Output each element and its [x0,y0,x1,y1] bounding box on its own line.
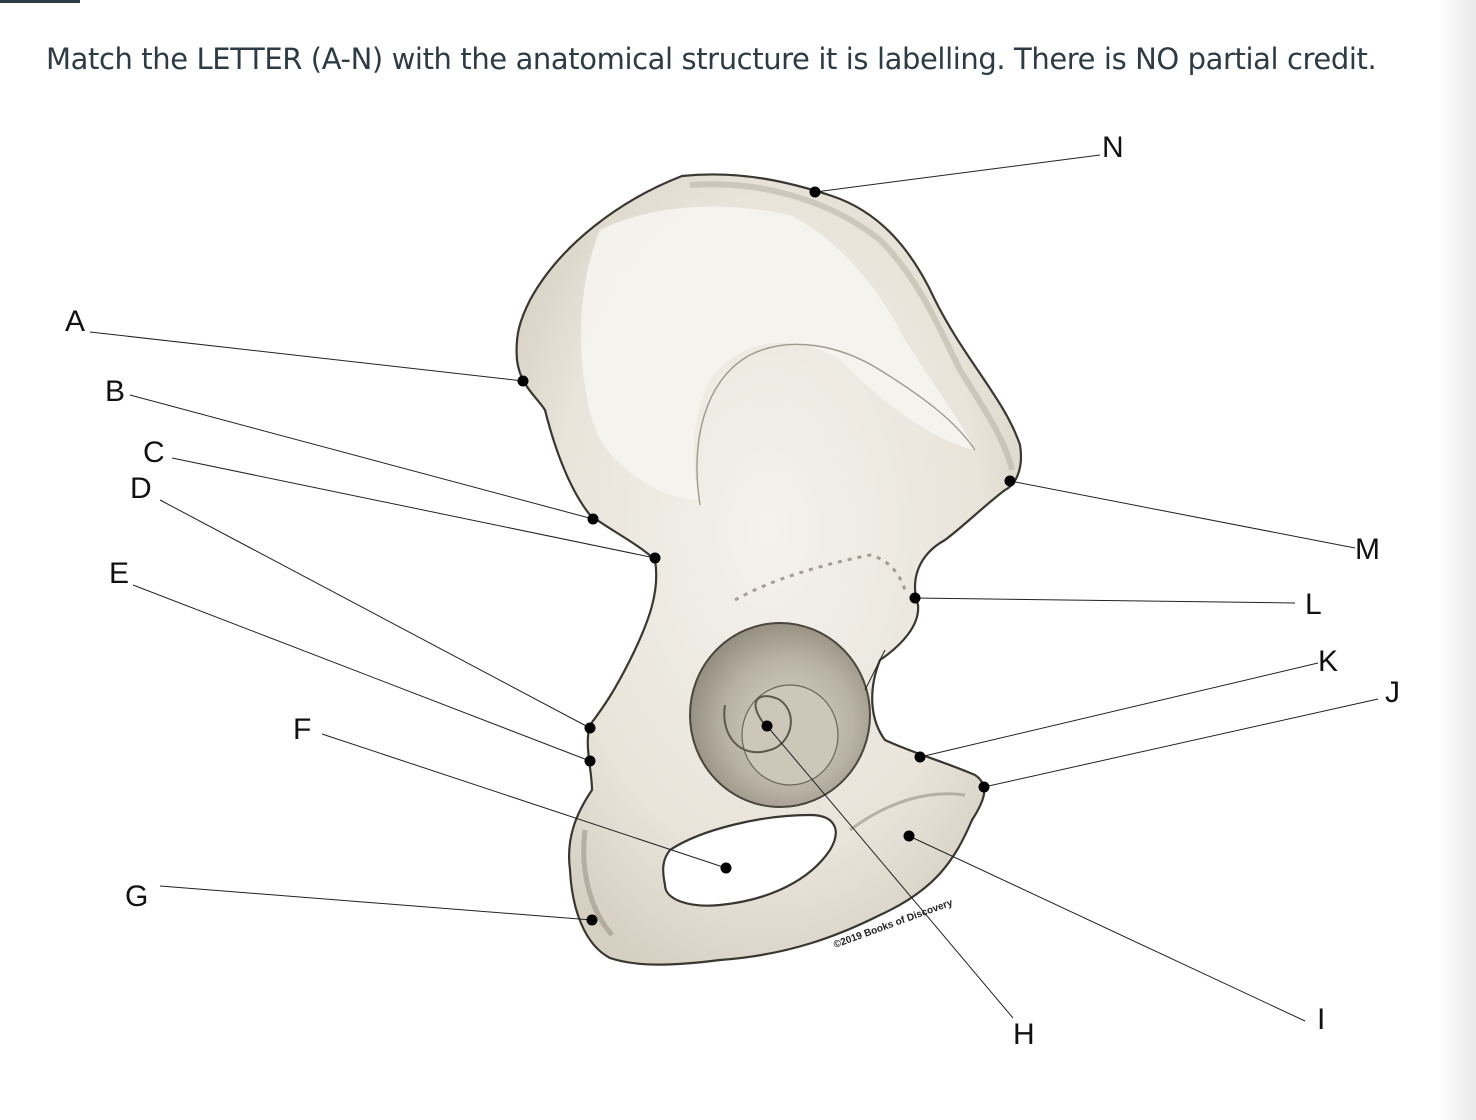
leader-line-l [914,597,1296,604]
question-prompt: Match the LETTER (A-N) with the anatomic… [46,42,1377,76]
acetabular-fossa [741,684,839,786]
leader-line-h [766,725,1014,1019]
supra-acetabular-texture [734,553,907,602]
leader-line-k [919,662,1319,758]
label-k: K [1318,645,1338,678]
lunate-surface-curl [723,695,792,754]
label-l: L [1305,588,1322,621]
leader-line-m [1009,480,1356,549]
marker-dot-b [587,513,599,525]
label-i: I [1317,1003,1325,1036]
leader-line-j [983,698,1379,788]
leader-line-acetabulum-notch [864,649,886,691]
leader-line-a [89,331,524,382]
leader-line-c [171,457,656,559]
leader-line-g [159,885,593,921]
marker-dot-g [586,914,598,926]
page-edge-shadow [1438,0,1476,1120]
marker-dot-k [914,751,926,763]
obturator-foramen [662,813,837,907]
marker-dot-l [909,592,921,604]
iliac-fossa-shade [581,206,975,500]
label-m: M [1355,533,1380,566]
label-f: F [293,713,311,746]
marker-dot-m [1004,475,1016,487]
leader-line-i [908,835,1306,1022]
marker-dot-f [720,862,732,874]
label-c: C [143,436,165,469]
marker-dot-c [649,552,661,564]
leader-line-e [132,584,591,762]
marker-dot-j [978,781,990,793]
marker-dots [517,186,1016,926]
label-d: D [130,472,152,505]
iliac-crest-texture [689,181,1015,471]
leader-line-f [321,733,727,869]
leader-line-d [159,499,591,729]
letter-labels: A B C D E F G H I J K L M N [65,131,1400,1051]
label-h: H [1013,1018,1035,1051]
label-g: G [125,880,148,913]
marker-dot-n [809,186,821,198]
top-divider [0,0,80,3]
leader-line-n [814,154,1101,193]
label-a: A [65,305,85,338]
hip-bone-illustration: ©2019 Books of Discovery [515,173,1023,966]
marker-dot-i [903,830,915,842]
pubic-ramus-shade [849,792,966,832]
ischial-tuberosity-shade [581,829,614,937]
label-n: N [1102,131,1124,164]
label-j: J [1385,676,1400,709]
leader-line-b [129,394,594,520]
marker-dot-d [584,722,596,734]
gluteal-ridge [696,343,976,506]
leader-lines [89,154,1379,1022]
marker-dot-a [517,375,529,387]
marker-dot-h [761,720,773,732]
marker-dot-e [584,755,596,767]
label-e: E [109,557,129,590]
label-b: B [105,375,125,408]
